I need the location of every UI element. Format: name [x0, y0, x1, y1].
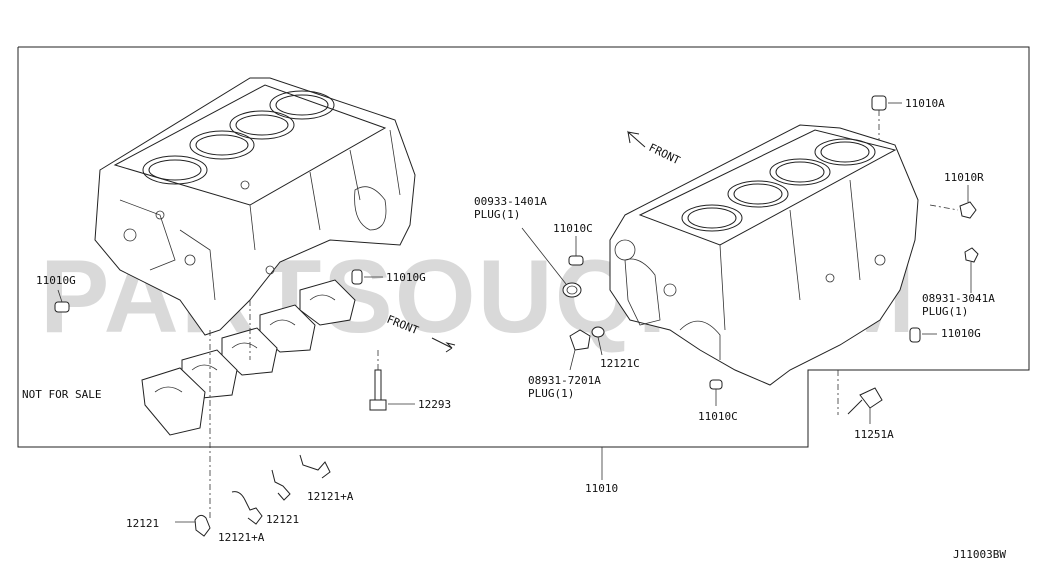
label-11251A: 11251A	[854, 428, 894, 441]
plug-11010G-left	[54, 289, 70, 313]
label-12121-mid: 12121	[266, 513, 299, 526]
plug-11010C-top	[568, 236, 584, 266]
label-08931-7201A-code: 08931-7201A	[528, 374, 601, 387]
main-bearing-caps	[141, 279, 356, 436]
plug-00933-1401A	[521, 227, 582, 298]
plug-11010R	[929, 185, 977, 219]
label-08931-7201A-plug: PLUG(1)	[528, 387, 574, 400]
label-11010G-left: 11010G	[36, 274, 76, 287]
label-12121A-upper: 12121+A	[307, 490, 354, 503]
knock-sensor-harness	[175, 454, 331, 537]
plug-11010A	[871, 95, 902, 140]
label-11010: 11010	[585, 482, 618, 495]
label-00933-code: 00933-1401A	[474, 195, 547, 208]
label-12293: 12293	[418, 398, 451, 411]
label-12121C: 12121C	[600, 357, 640, 370]
right-cylinder-block	[609, 124, 919, 386]
label-12121A-lower: 12121+A	[218, 531, 265, 544]
plug-11010G-mid	[351, 269, 383, 285]
label-front-top: FRONT	[647, 141, 683, 167]
label-08931-3041A-code: 08931-3041A	[922, 292, 995, 305]
plug-11010C-bottom	[709, 379, 723, 406]
label-11010A: 11010A	[905, 97, 945, 110]
label-11010C-bottom: 11010C	[698, 410, 738, 423]
label-08931-3041A-plug: PLUG(1)	[922, 305, 968, 318]
label-00933-plug: PLUG(1)	[474, 208, 520, 221]
front-arrow-left	[627, 130, 646, 148]
front-arrow-right	[431, 337, 456, 353]
plug-11010G-right	[909, 327, 937, 343]
label-11010G-mid: 11010G	[386, 271, 426, 284]
label-11010R: 11010R	[944, 171, 984, 184]
left-cylinder-block	[94, 77, 416, 336]
seal-12121C	[591, 326, 605, 356]
assembly-frame	[17, 46, 1030, 448]
label-11010C-top: 11010C	[553, 222, 593, 235]
label-12121-left: 12121	[126, 517, 159, 530]
label-11010G-right: 11010G	[941, 327, 981, 340]
bolt-11251A	[837, 370, 883, 424]
bolt-12293	[369, 369, 415, 411]
label-not-for-sale: NOT FOR SALE	[22, 388, 101, 401]
diagram-code: J11003BW	[953, 548, 1006, 561]
plug-08931-7201A	[569, 329, 591, 371]
plug-08931-3041A	[964, 247, 979, 293]
